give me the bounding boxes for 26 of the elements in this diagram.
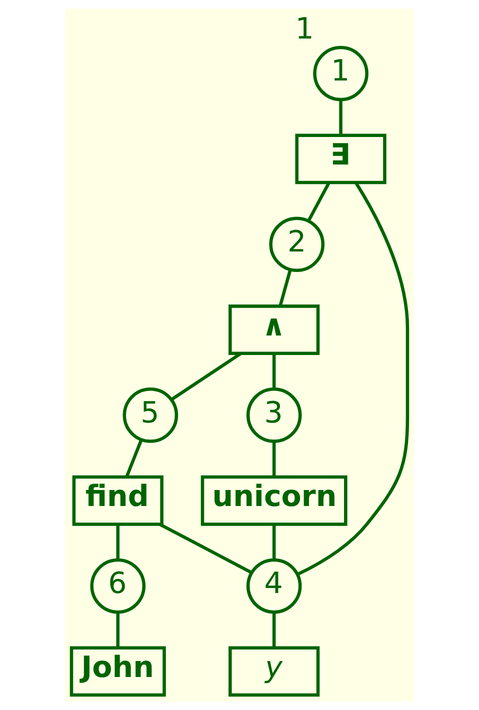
- connector: [278, 269, 292, 306]
- node-box: John: [70, 646, 166, 697]
- node-circle: 6: [90, 558, 146, 614]
- connector: [272, 612, 276, 648]
- node-label: 1: [295, 11, 314, 46]
- node-box: ∃: [295, 134, 386, 184]
- connector: [170, 352, 242, 401]
- node-box: unicorn: [200, 475, 348, 526]
- connector: [116, 524, 120, 560]
- connector: [125, 439, 143, 478]
- node-circle: 2: [269, 216, 325, 272]
- node-circle: 3: [246, 388, 302, 443]
- connector: [116, 612, 120, 648]
- node-box: y: [228, 646, 320, 697]
- connector: [272, 353, 276, 389]
- node-circle: 4: [246, 558, 302, 614]
- node-circle: 5: [122, 388, 178, 443]
- node-box: ∧: [228, 304, 320, 355]
- connector: [272, 524, 276, 560]
- connector: [307, 182, 330, 222]
- connector: [296, 182, 410, 576]
- node-box: find: [72, 475, 164, 526]
- connector: [339, 100, 342, 135]
- connector: [158, 522, 252, 574]
- connector: [272, 441, 276, 477]
- node-circle: 1: [313, 46, 368, 102]
